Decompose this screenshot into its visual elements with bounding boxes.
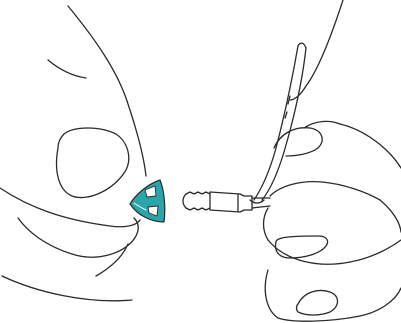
cap-body <box>130 180 165 222</box>
left-finger-bottom <box>2 276 132 301</box>
right-knuckle <box>304 121 340 128</box>
right-thumb-outline <box>268 240 401 264</box>
connector-threads <box>186 192 210 194</box>
left-thumb-crease <box>48 60 86 78</box>
syringe-icon <box>250 43 306 203</box>
connector-tip <box>183 194 186 208</box>
right-index-lower <box>274 128 322 156</box>
left-hand-icon <box>0 6 146 301</box>
right-lower-thumbnail <box>297 291 338 316</box>
right-thumbnail <box>276 236 328 258</box>
right-index-top <box>306 0 343 86</box>
right-palm-lower <box>380 200 401 232</box>
right-hand-icon <box>264 0 401 321</box>
left-thumb-outline <box>68 6 146 176</box>
right-palm-outline <box>340 124 401 168</box>
right-lower-thumb <box>265 270 360 321</box>
syringe-top <box>298 43 306 48</box>
left-finger-tip <box>72 218 138 257</box>
right-palm-edge <box>360 288 401 316</box>
syringe-barrel-right <box>262 48 306 200</box>
connector-threads-bottom <box>186 208 210 210</box>
left-finger-lower <box>18 218 72 254</box>
teal-cap-icon <box>130 180 165 222</box>
right-middle-finger <box>270 182 380 200</box>
connector-body <box>210 192 252 212</box>
left-thumbnail <box>57 128 129 198</box>
right-middle-lower <box>264 208 269 240</box>
